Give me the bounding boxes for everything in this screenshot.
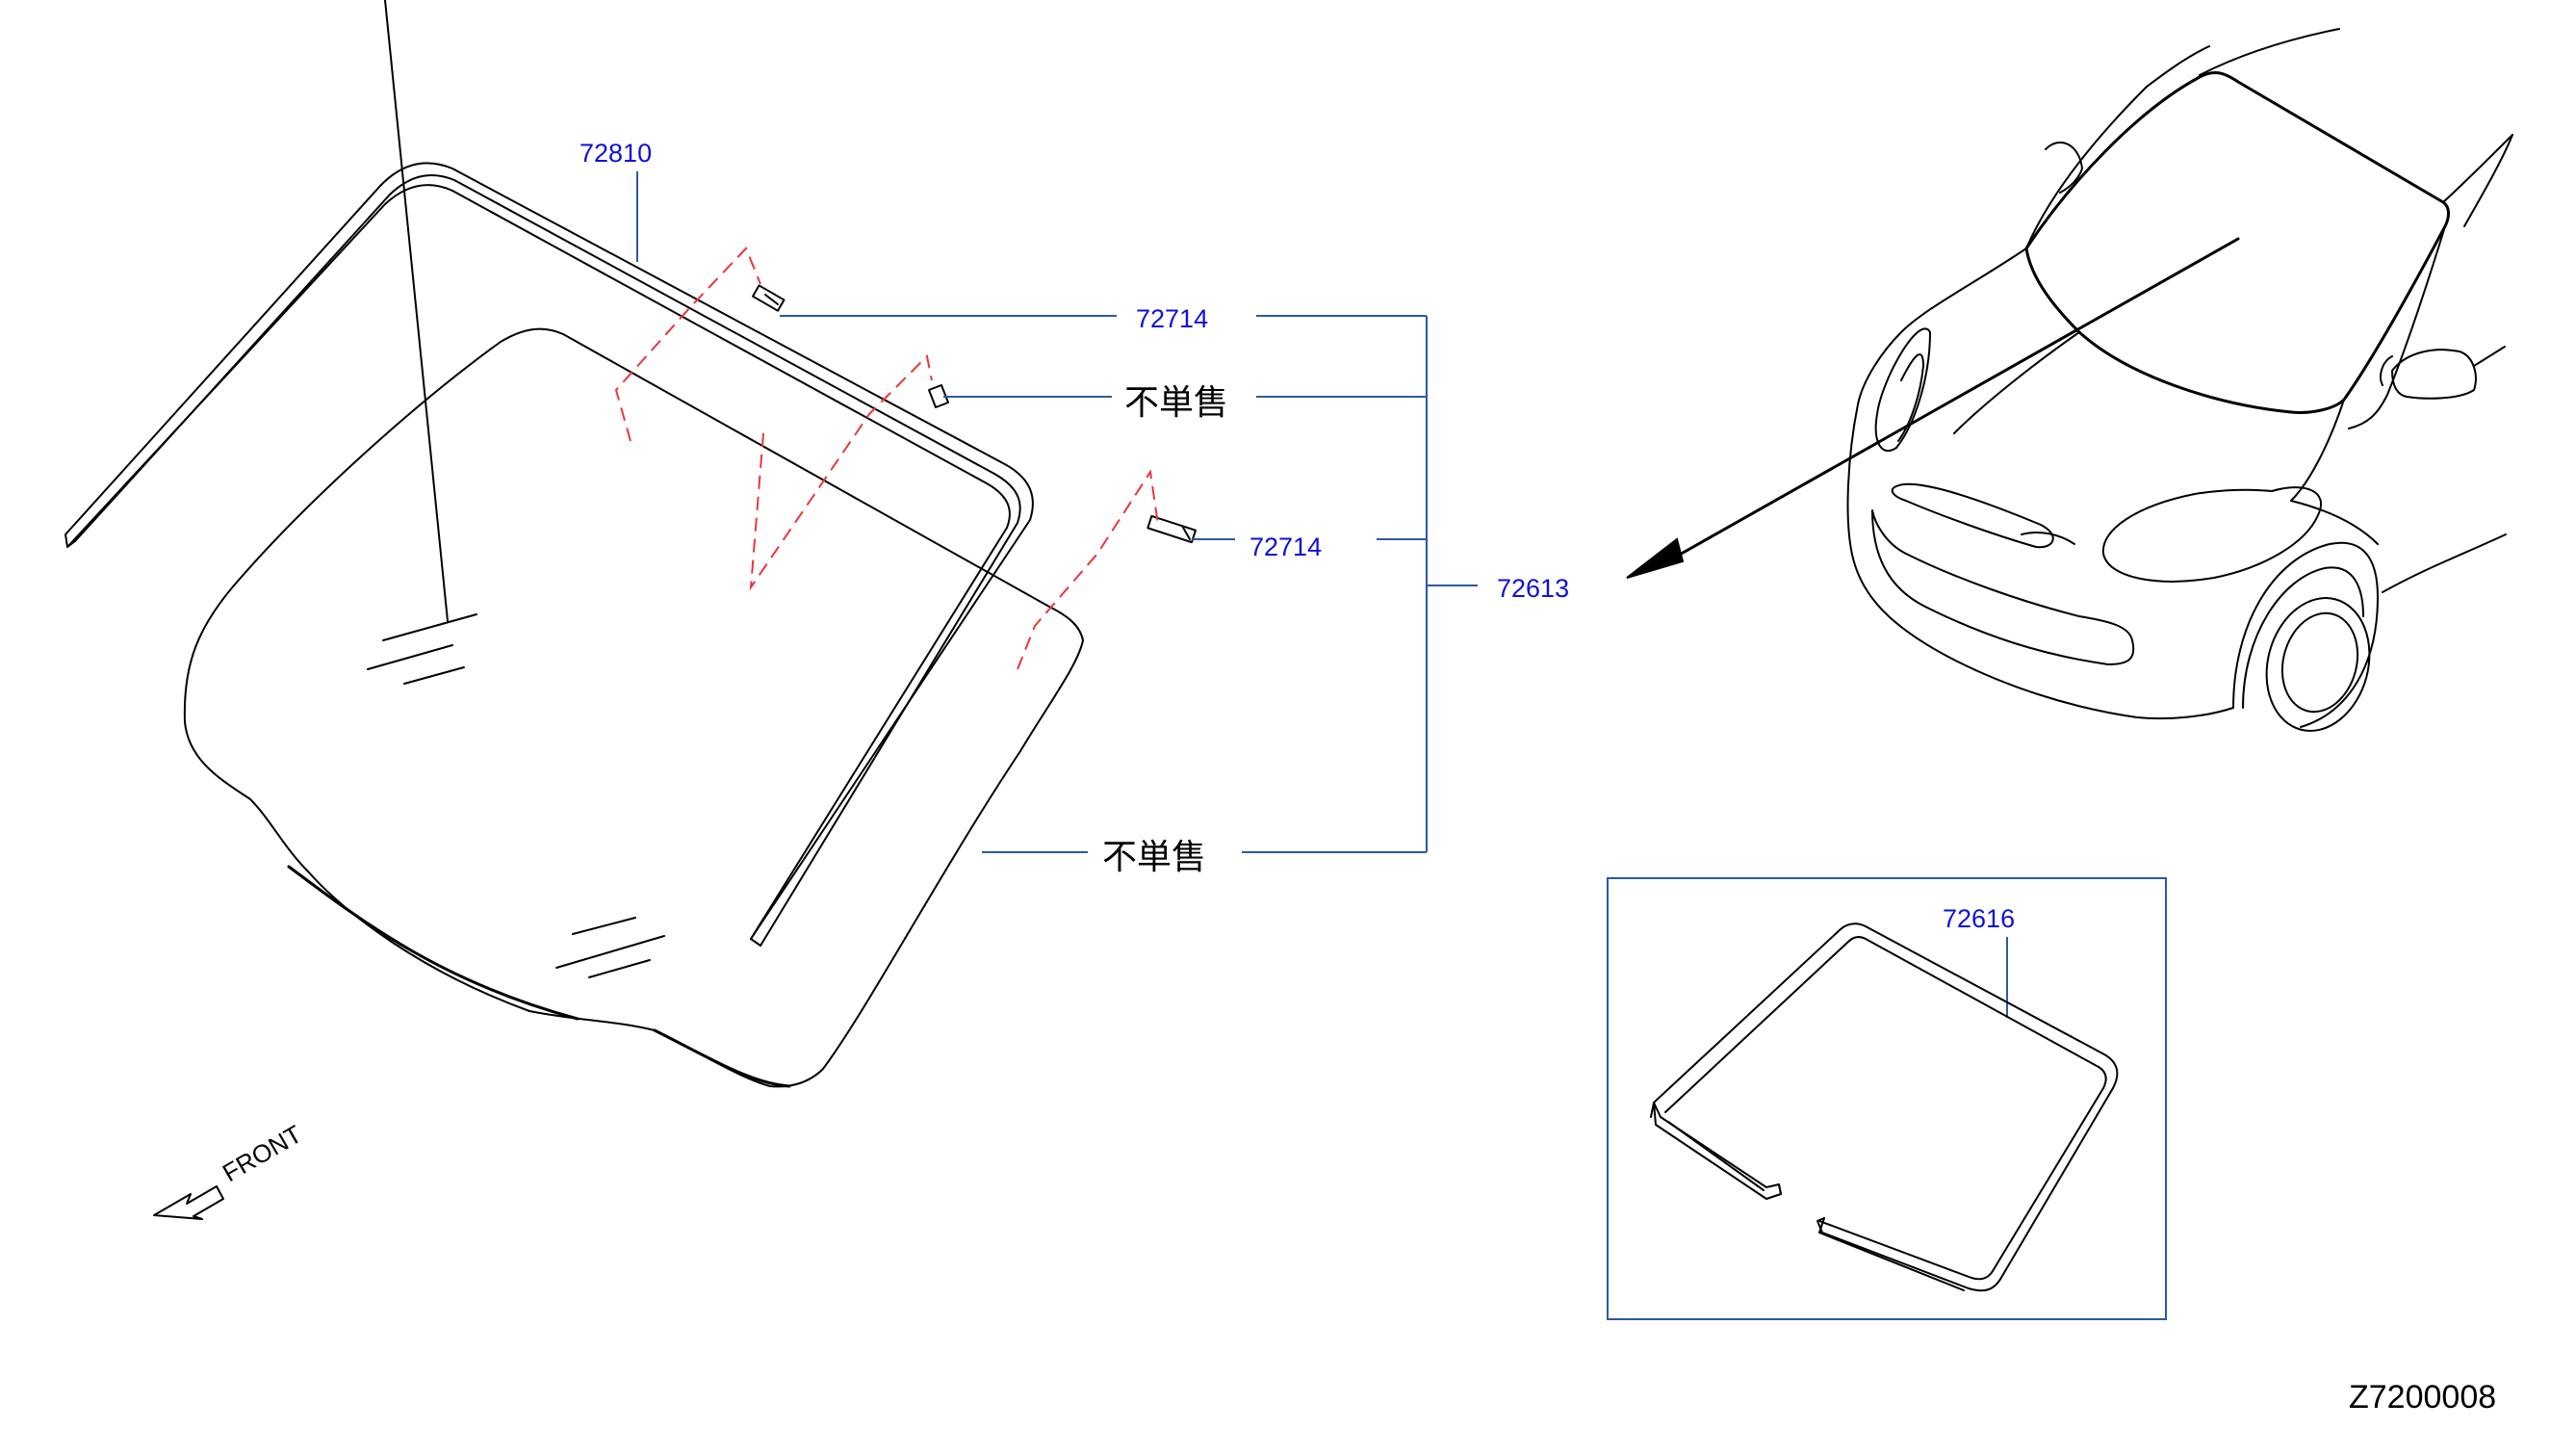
location-arrow-head: [1626, 537, 1685, 579]
part-number-72714-right: 72714: [1249, 533, 1322, 561]
inset-frame: [1607, 877, 2167, 1320]
clip-right: [1146, 514, 1197, 544]
front-label: FRONT: [218, 1119, 307, 1187]
car-front-illustration: [1626, 28, 2513, 732]
part-number-72714-upper: 72714: [1136, 304, 1208, 333]
front-direction-arrow: FRONT: [153, 1119, 307, 1220]
leader-lines: [636, 171, 2008, 1018]
part-number-72616: 72616: [1943, 904, 2015, 933]
spacer-not-sold: [928, 384, 949, 408]
not-sold-separately-label-2: 不単售: [1102, 838, 1206, 877]
clip-upper: [752, 284, 786, 312]
windshield-glass: [183, 0, 1084, 1088]
diagram-code: Z7200008: [2349, 1379, 2496, 1416]
part-number-72810: 72810: [580, 139, 652, 168]
assembly-guide-lines: [614, 247, 1159, 670]
inset-dam-kit: 72616: [1607, 877, 2167, 1320]
dam-kit-seal: [1650, 922, 2119, 1292]
not-sold-separately-label-1: 不単售: [1124, 383, 1228, 423]
moulding-72810: [64, 162, 1034, 947]
part-number-72613: 72613: [1497, 574, 1569, 603]
